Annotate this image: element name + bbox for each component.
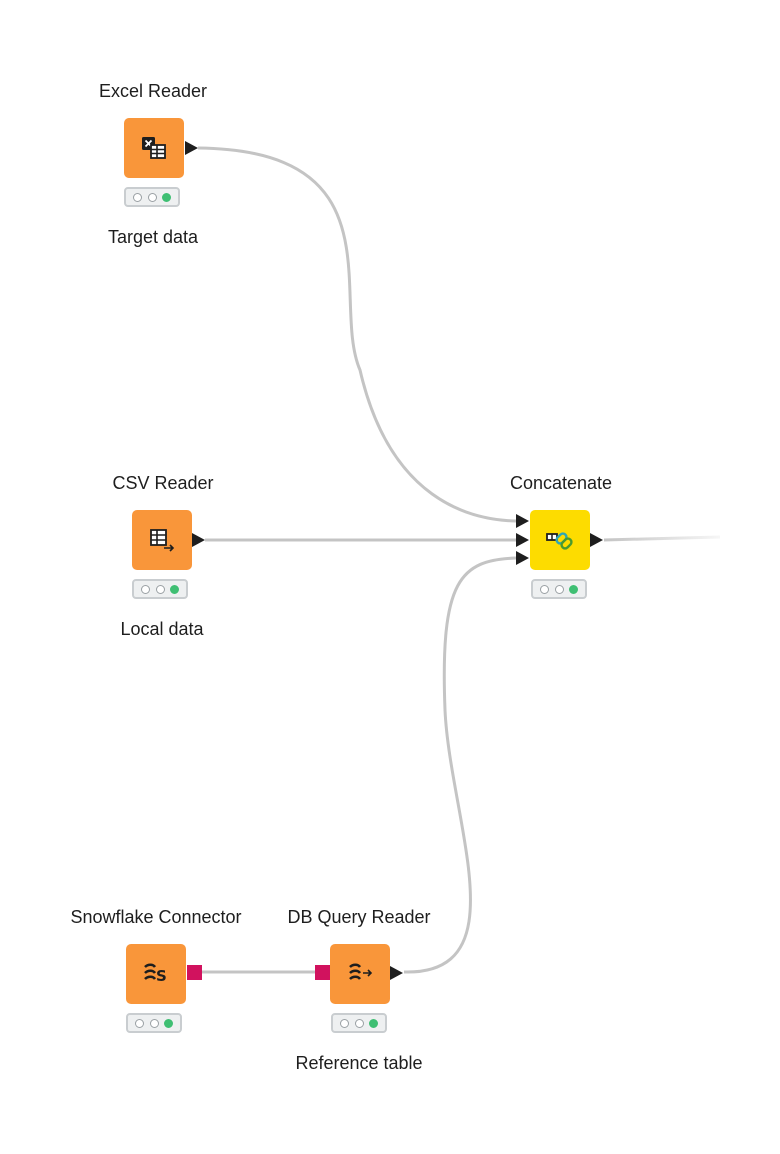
snowflake-connector-node[interactable]: S [126,944,186,1004]
node-caption-db-query-reader[interactable]: Reference table [295,1053,423,1073]
node-caption-csv-reader[interactable]: Local data [120,619,204,639]
db-query-reader-status [331,1013,387,1033]
concatenate-input-port-1[interactable] [516,514,529,528]
csv-file-icon [150,529,175,552]
excel-reader-status [124,187,180,207]
status-light-idle [155,584,165,594]
snowflake-connector-db-output-port[interactable] [187,965,202,980]
status-light-executed [169,584,179,594]
status-light-idle [540,584,550,594]
snowflake-database-icon: S [144,963,167,985]
svg-text:S: S [156,967,167,985]
concatenate-input-port-2[interactable] [516,533,529,547]
node-title-csv-reader[interactable]: CSV Reader [112,473,214,493]
status-light-idle [340,1018,350,1028]
csv-reader-node[interactable] [132,510,192,570]
csv-reader-status [132,579,188,599]
excel-reader-node[interactable] [124,118,184,178]
status-light-executed [368,1018,378,1028]
concatenate-output-port[interactable] [590,533,603,547]
connection-excel-to-concatenate[interactable] [197,146,517,523]
node-title-excel-reader[interactable]: Excel Reader [98,81,208,101]
db-query-reader-db-input-port[interactable] [315,965,330,980]
status-light-idle [149,1018,159,1028]
status-light-idle [554,584,564,594]
node-title-concatenate[interactable]: Concatenate [509,473,613,493]
concatenate-input-port-3[interactable] [516,551,529,565]
status-light-executed [568,584,578,594]
db-query-reader-node[interactable] [330,944,390,1004]
excel-reader-output-port[interactable] [185,141,198,155]
chain-link-icon [546,532,573,550]
status-light-executed [161,192,171,202]
db-query-reader-output-port[interactable] [390,966,403,980]
status-light-executed [163,1018,173,1028]
database-read-icon [349,963,373,980]
connection-dbquery-to-concatenate[interactable] [403,556,517,974]
node-title-snowflake-connector[interactable]: Snowflake Connector [70,907,242,927]
connection-concatenate-output[interactable] [603,535,721,542]
status-light-idle [133,192,143,202]
node-caption-excel-reader[interactable]: Target data [107,227,199,247]
status-light-idle [135,1018,145,1028]
node-title-db-query-reader[interactable]: DB Query Reader [287,907,431,927]
snowflake-connector-status [126,1013,182,1033]
csv-reader-output-port[interactable] [192,533,205,547]
status-light-idle [354,1018,364,1028]
concatenate-status [531,579,587,599]
status-light-idle [147,192,157,202]
status-light-idle [141,584,151,594]
concatenate-node[interactable] [530,510,590,570]
excel-file-icon [142,137,166,159]
